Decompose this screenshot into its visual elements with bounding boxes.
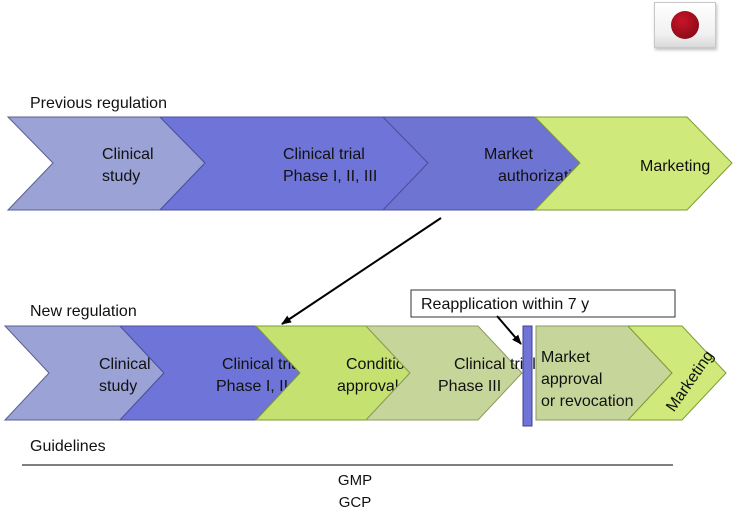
new-stage-clinical-trial-phase3: Clinical trial Phase III (364, 325, 540, 421)
reapplication-callout: Reapplication within 7 y (410, 289, 676, 318)
reapplication-text: Reapplication within 7 y (421, 296, 589, 313)
previous-stage-clinical-trial: Clinical trial Phase I, II, III (158, 116, 429, 211)
previous-stage-clinical-study: Clinical study (6, 116, 206, 211)
new-stage-market-approval-label: Market approval or revocation (541, 349, 634, 410)
reapplication-arrow (496, 315, 522, 345)
guidelines-label: Guidelines (30, 438, 106, 455)
guideline-gcp: GCP (338, 494, 372, 511)
previous-stage-marketing: Marketing (533, 116, 733, 211)
new-stage-clinical-trial-phase3-label: Clinical trial Phase III (438, 356, 540, 395)
previous-regulation-label: Previous regulation (30, 95, 167, 112)
previous-stage-clinical-trial-label: Clinical trial Phase I, II, III (283, 146, 377, 185)
new-stage-clinical-study-label: Clinical study (99, 356, 155, 395)
flag-sun-disc (671, 11, 699, 39)
reapplication-bar (522, 325, 533, 427)
new-stage-clinical-trial: Clinical trial Phase I, II (118, 325, 308, 421)
new-regulation-label: New regulation (30, 303, 137, 320)
transition-arrow (281, 217, 442, 325)
previous-stage-marketing-label: Marketing (640, 158, 710, 175)
japan-flag-icon (654, 2, 716, 48)
previous-stage-clinical-study-label: Clinical study (102, 146, 158, 185)
new-stage-clinical-trial-label: Clinical trial Phase I, II (216, 356, 308, 395)
new-stage-marketing: Marketing (626, 325, 727, 421)
new-stage-market-approval: Market approval or revocation (535, 325, 673, 421)
guideline-gmp: GMP (337, 472, 373, 489)
